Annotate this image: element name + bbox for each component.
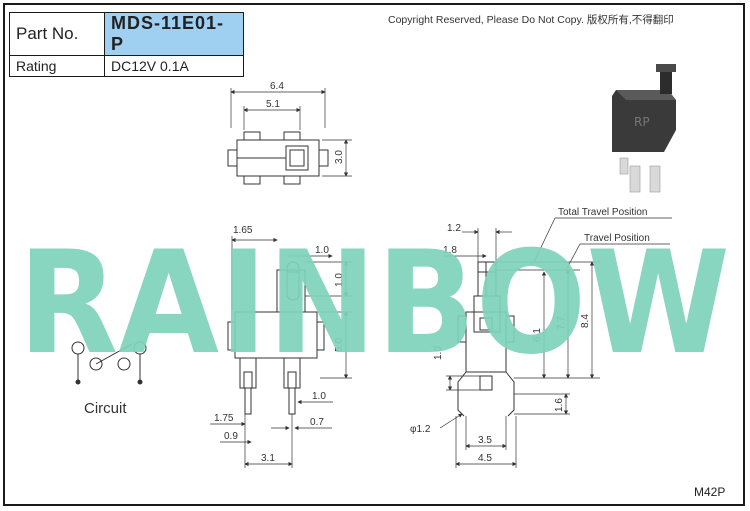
top-view: 6.4 5.1 3.0 [227, 81, 352, 185]
top-dim-width: 6.4 [270, 81, 284, 92]
front-dim-1.0-plunger: 1.0 [334, 273, 345, 287]
side-dim-pin-diameter: φ1.2 [410, 424, 431, 435]
side-dim-7.7: 7.7 [556, 316, 567, 330]
drawing-code: M42P [694, 485, 726, 499]
front-dim-0.9: 0.9 [224, 431, 238, 442]
side-dim-3.5: 3.5 [478, 435, 492, 446]
rating-value: DC12V 0.1A [104, 55, 244, 77]
side-dim-1.2: 1.2 [447, 223, 461, 234]
front-dim-1.0-top: 1.0 [315, 245, 329, 256]
front-dim-5.0: 5.0 [334, 338, 345, 352]
side-dim-4.5: 4.5 [478, 453, 492, 464]
callout-travel: Travel Position [584, 233, 650, 244]
drawing-frame [3, 3, 745, 506]
top-dim-depth: 3.0 [334, 150, 345, 164]
side-view: Total Travel Position Travel Position 1.… [410, 207, 672, 468]
photo-marking: RP [634, 115, 650, 129]
side-dim-8.4: 8.4 [580, 314, 591, 328]
front-view: 1.65 1.0 1.0 5.0 1.0 1.75 0.9 0.7 3.1 [210, 225, 352, 468]
title-block: Part No. MDS-11E01-P Rating DC12V 0.1A [9, 12, 244, 77]
front-dim-0.7: 0.7 [310, 417, 324, 428]
callout-total-travel: Total Travel Position [558, 207, 648, 218]
rating-label: Rating [9, 55, 105, 77]
front-dim-1.75: 1.75 [214, 413, 234, 424]
circuit-symbol [71, 341, 147, 385]
circuit-label: Circuit [84, 400, 127, 417]
front-dim-1.0-pin: 1.0 [312, 391, 326, 402]
rainbow-watermark: RAINBOW [18, 221, 730, 386]
top-dim-pitch: 5.1 [266, 99, 280, 110]
side-dim-1.8: 1.8 [443, 245, 457, 256]
front-dim-1.65: 1.65 [233, 225, 253, 236]
front-dim-3.1: 3.1 [261, 453, 275, 464]
product-photo: RP [612, 64, 676, 193]
side-dim-1.0: 1.0 [433, 346, 444, 360]
side-dim-6.1: 6.1 [532, 328, 543, 342]
side-dim-1.6: 1.6 [554, 398, 565, 412]
copyright-notice: Copyright Reserved, Please Do Not Copy. … [388, 14, 674, 26]
